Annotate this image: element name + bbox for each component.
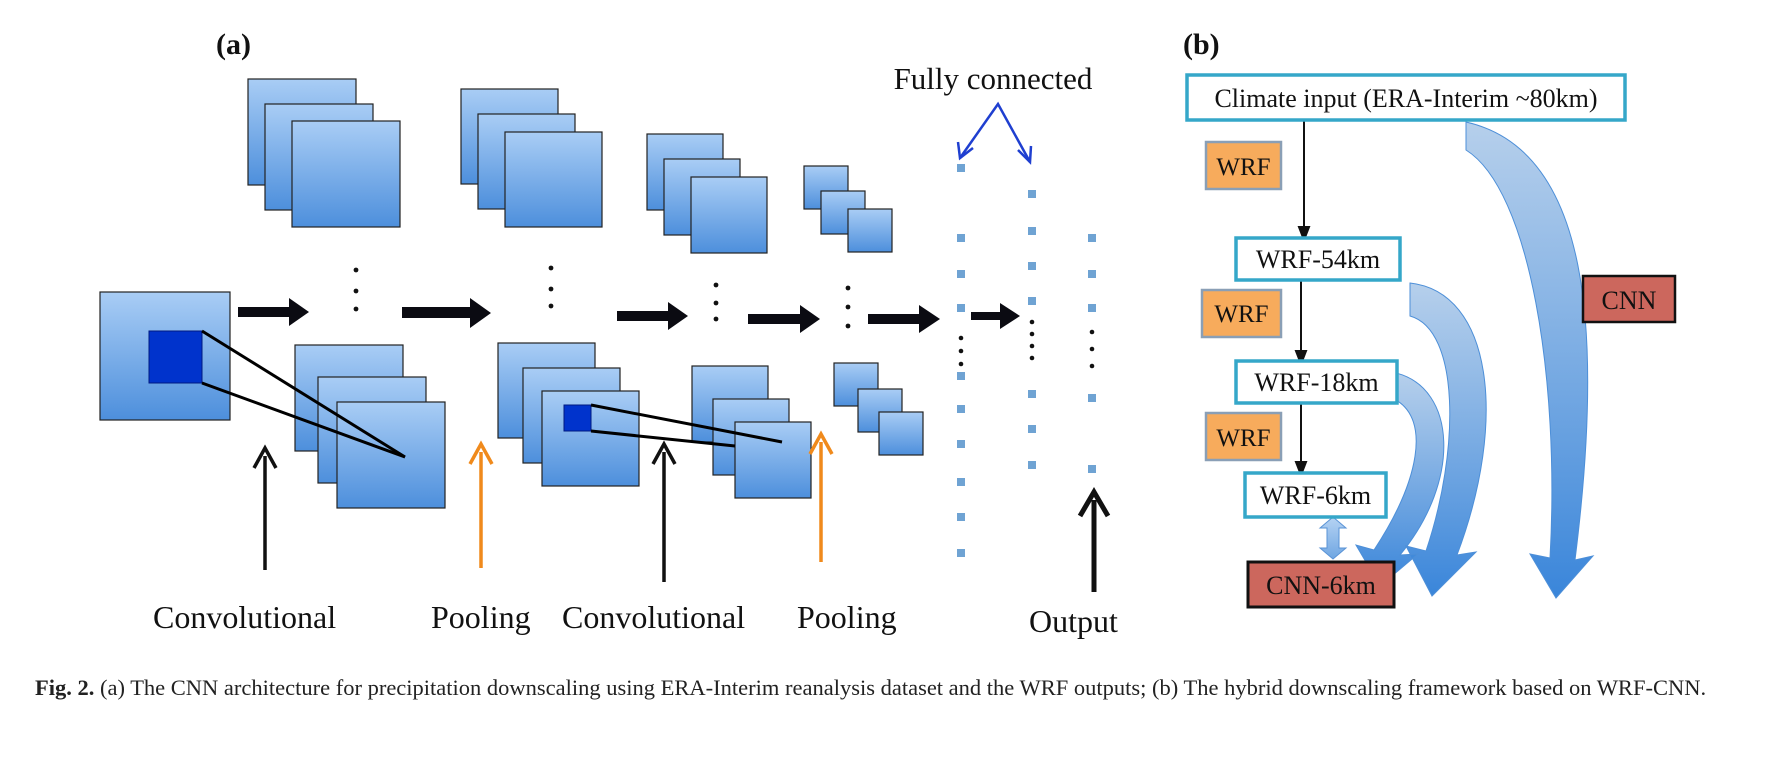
output-label: Output bbox=[1029, 603, 1118, 639]
panel-a-label: (a) bbox=[216, 28, 251, 61]
cnn-6km-box: CNN-6km bbox=[1246, 560, 1396, 609]
wrf-6km-box: WRF-6km bbox=[1243, 471, 1388, 519]
flow-arrows bbox=[238, 298, 1020, 333]
fully-connected-layer-1-ellipsis bbox=[958, 335, 964, 367]
fully-connected-label: Fully connected bbox=[894, 61, 1093, 96]
conv1-feature-stack-top bbox=[247, 78, 401, 228]
fully-connected-layer-2 bbox=[1028, 190, 1036, 469]
conv1-feature-stack-bottom bbox=[294, 344, 446, 509]
figure-caption-text: (a) The CNN architecture for precipitati… bbox=[100, 675, 1707, 700]
climate-input-box: Climate input (ERA-Interim ~80km) bbox=[1185, 73, 1627, 122]
conv2-feature-stack-bottom bbox=[691, 365, 812, 499]
figure-canvas: (a) bbox=[99, 28, 1677, 639]
wrf-6km-label: WRF-6km bbox=[1260, 481, 1371, 510]
output-layer bbox=[1088, 234, 1096, 473]
pool1-feature-stack-bottom bbox=[497, 342, 640, 487]
wrf-18km-label: WRF-18km bbox=[1254, 368, 1378, 397]
conv2-feature-stack-top bbox=[646, 133, 768, 254]
conv1-receptive-field-lines bbox=[201, 329, 406, 459]
wrf-54km-label: WRF-54km bbox=[1256, 245, 1380, 274]
pool2-feature-stack-top bbox=[803, 165, 893, 253]
stage-label-pooling-2: Pooling bbox=[797, 599, 897, 635]
stage-label-convolutional-1: Convolutional bbox=[153, 599, 336, 635]
cnn-label: CNN bbox=[1602, 286, 1657, 315]
wrf-chain-arrows bbox=[1294, 121, 1311, 478]
panel-b-label: (b) bbox=[1183, 28, 1220, 61]
svg-text:WRF: WRF bbox=[1216, 154, 1270, 181]
wrf-process-box-2: WRF bbox=[1200, 288, 1283, 339]
svg-text:WRF: WRF bbox=[1216, 425, 1270, 452]
stage-up-arrows bbox=[252, 430, 1111, 592]
fully-connected-layer-1 bbox=[957, 164, 965, 557]
svg-text:WRF: WRF bbox=[1214, 301, 1268, 328]
fully-connected-pointer-arrows bbox=[956, 101, 1033, 165]
climate-input-label: Climate input (ERA-Interim ~80km) bbox=[1214, 84, 1597, 113]
cnn-6km-label: CNN-6km bbox=[1266, 571, 1376, 600]
stack-ellipsis-dots bbox=[353, 265, 851, 329]
conv-filter-window bbox=[148, 330, 203, 384]
stage-label-convolutional-2: Convolutional bbox=[562, 599, 745, 635]
pool1-feature-stack-top bbox=[460, 88, 603, 228]
pool2-feature-stack-bottom bbox=[833, 362, 924, 456]
conv2-receptive-field-lines bbox=[590, 403, 783, 448]
cnn-box: CNN bbox=[1581, 274, 1677, 324]
fully-connected-layer-2-ellipsis bbox=[1029, 319, 1035, 361]
figure-number: Fig. 2. bbox=[35, 675, 95, 700]
input-feature-map bbox=[99, 291, 231, 421]
wrf-54km-box: WRF-54km bbox=[1234, 236, 1402, 282]
stage-label-pooling-1: Pooling bbox=[431, 599, 531, 635]
output-layer-ellipsis bbox=[1089, 329, 1095, 369]
cnn-curved-arrows bbox=[1354, 121, 1595, 599]
figure-caption: Fig. 2. (a) The CNN architecture for pre… bbox=[35, 670, 1747, 705]
wrf-18km-box: WRF-18km bbox=[1234, 359, 1399, 405]
wrf-process-box-1: WRF bbox=[1204, 140, 1283, 191]
wrf-process-box-3: WRF bbox=[1204, 411, 1283, 462]
double-arrow-icon bbox=[1318, 516, 1348, 560]
conv2-filter-window bbox=[563, 404, 592, 432]
